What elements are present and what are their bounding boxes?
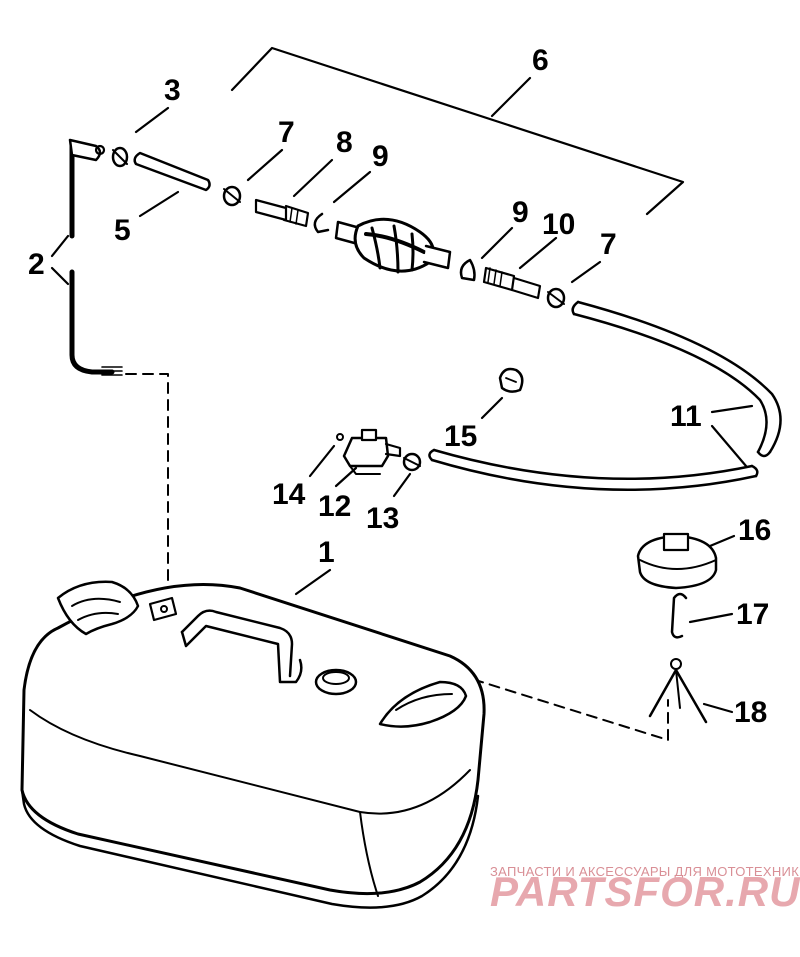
bracket-6 — [230, 46, 685, 216]
hose-fitting-10 — [482, 266, 542, 300]
tank-connector-12 — [342, 428, 402, 475]
hose-clamp-3 — [111, 146, 129, 168]
label-14: 14 — [272, 478, 306, 511]
label-11: 11 — [670, 400, 702, 433]
clamp-9a — [313, 212, 330, 234]
label-7b: 7 — [600, 228, 617, 261]
leader-5 — [138, 190, 180, 218]
pickup-tube — [68, 138, 123, 376]
fuel-hose-11 — [428, 300, 782, 491]
leader-2a — [50, 234, 70, 258]
leader-8 — [292, 158, 334, 198]
hose-fitting-8 — [254, 198, 310, 228]
label-2: 2 — [28, 248, 45, 281]
label-17: 17 — [736, 598, 769, 631]
label-8: 8 — [336, 126, 353, 159]
leader-18 — [702, 702, 734, 714]
leader-11a — [710, 404, 754, 414]
assembly-line-tube — [125, 373, 169, 605]
label-7a: 7 — [278, 116, 295, 149]
label-12: 12 — [318, 490, 351, 523]
retainer-18 — [648, 658, 708, 724]
hose-clamp-13 — [402, 452, 422, 472]
label-16: 16 — [738, 514, 771, 547]
leader-2b — [50, 266, 70, 286]
leader-13 — [392, 472, 412, 498]
label-18: 18 — [734, 696, 767, 729]
watermark: ЗАПЧАСТИ И АКСЕССУАРЫ ДЛЯ МОТОТЕХНИКИ PA… — [490, 864, 800, 915]
leader-16 — [708, 534, 736, 548]
label-13: 13 — [366, 502, 399, 535]
leader-3 — [134, 106, 170, 134]
hose-clamp-7b — [546, 287, 566, 309]
hose-clamp-7a — [222, 185, 242, 207]
leader-9b — [480, 226, 514, 260]
leader-14 — [308, 444, 336, 478]
leader-15 — [480, 396, 504, 420]
assembly-line-cap — [333, 635, 669, 741]
chain-hook-17 — [670, 592, 688, 639]
label-3: 3 — [164, 74, 181, 107]
label-15: 15 — [444, 420, 477, 453]
leader-17 — [688, 612, 734, 624]
fuel-tank-1 — [20, 580, 486, 909]
leader-1 — [294, 568, 332, 596]
label-9a: 9 — [372, 140, 389, 173]
leader-11b — [710, 424, 748, 468]
leader-7b — [570, 260, 602, 284]
o-ring-14 — [336, 433, 344, 441]
leader-10 — [518, 236, 558, 270]
label-5: 5 — [114, 214, 131, 247]
leader-7a — [246, 148, 284, 182]
label-10: 10 — [542, 208, 575, 241]
filler-cap-16 — [636, 532, 718, 590]
label-6: 6 — [532, 44, 549, 77]
leader-9a — [332, 170, 372, 204]
primer-bulb — [334, 217, 452, 274]
clamp-9b — [459, 258, 476, 282]
connector-cap-15 — [498, 367, 524, 393]
watermark-logo: PARTSFOR.RU — [490, 868, 800, 915]
label-9b: 9 — [512, 196, 529, 229]
label-1: 1 — [318, 536, 335, 569]
short-hose-5 — [133, 151, 211, 192]
watermark-tagline: ЗАПЧАСТИ И АКСЕССУАРЫ ДЛЯ МОТОТЕХНИКИ — [490, 864, 800, 879]
leader-6 — [490, 76, 532, 118]
leader-12 — [334, 466, 358, 488]
